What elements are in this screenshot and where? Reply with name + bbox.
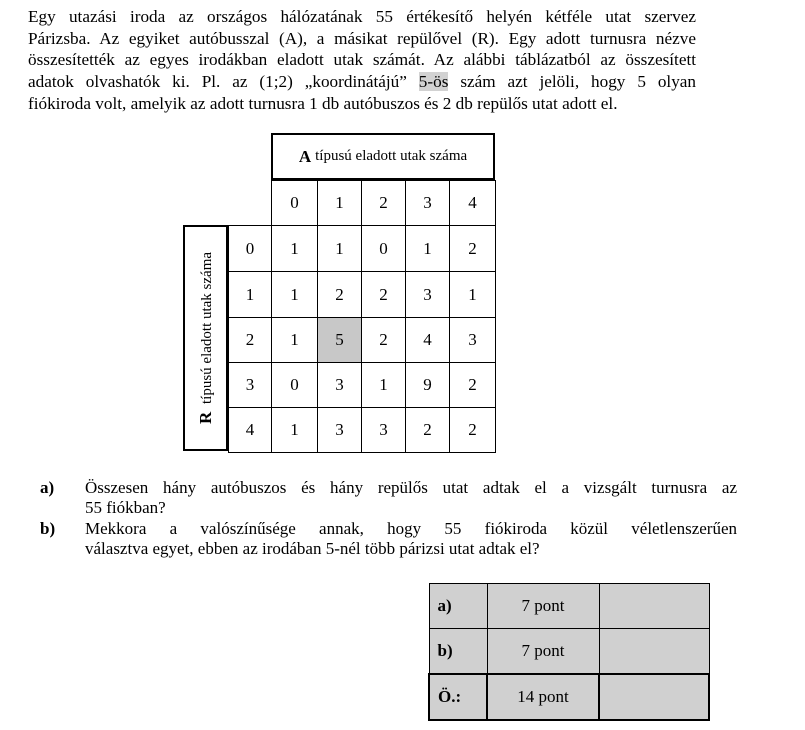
row-value-header: 2	[228, 317, 272, 363]
data-cell: 0	[271, 362, 318, 408]
score-points: 7 pont	[486, 628, 600, 675]
data-cell: 1	[449, 271, 496, 318]
data-cell: 3	[361, 407, 406, 453]
column-value-header: 3	[405, 180, 450, 226]
data-cell: 1	[271, 225, 318, 272]
row-value-header: 4	[228, 407, 272, 453]
row-header-text: típusú eladott utak száma	[198, 251, 215, 405]
row-value-header: 1	[228, 271, 272, 318]
row-value-header: 0	[228, 225, 272, 272]
question-line: választva egyet, ebben az irodában 5-nél…	[85, 539, 540, 558]
column-group-header: A típusú eladott utak száma	[271, 133, 495, 180]
data-cell: 3	[317, 407, 362, 453]
data-cell: 2	[449, 362, 496, 408]
score-key: a)	[428, 583, 488, 629]
data-cell: 1	[317, 225, 362, 272]
question-label: a)	[40, 478, 55, 497]
row-header-bold: R	[195, 411, 215, 425]
data-cell: 3	[405, 271, 450, 318]
intro-line: adatok olvashatók ki. Pl. az (1;2) „koor…	[28, 71, 696, 93]
data-cell: 1	[271, 271, 318, 318]
question-text: Mekkora a valószínűsége annak, hogy 55 f…	[85, 519, 737, 559]
data-cell: 1	[271, 317, 318, 363]
question-text: Összesen hány autóbuszos és hány repülős…	[85, 478, 737, 518]
score-empty-cell	[598, 628, 710, 675]
score-key: b)	[428, 628, 488, 675]
question-line: 55 fiókban?	[85, 498, 166, 517]
intro-line: összesítették az egyes irodákban eladott…	[28, 50, 696, 70]
data-cell: 9	[405, 362, 450, 408]
data-cell: 2	[449, 407, 496, 453]
intro-paragraph: Egy utazási iroda az országos hálózatána…	[28, 6, 696, 115]
column-value-header: 4	[449, 180, 496, 226]
data-cell: 2	[361, 271, 406, 318]
score-key: Ö.:	[428, 673, 488, 721]
column-header-bold: A	[298, 146, 312, 166]
highlighted-value: 5-ös	[418, 72, 449, 92]
intro-line: fiókiroda volt, amelyik az adott turnusr…	[28, 93, 618, 113]
column-value-header: 0	[271, 180, 318, 226]
data-cell: 3	[449, 317, 496, 363]
data-cell: 2	[361, 317, 406, 363]
score-empty-cell	[598, 583, 710, 629]
score-points: 14 pont	[486, 673, 600, 721]
data-cell: 1	[405, 225, 450, 272]
intro-line-part: szám azt jelöli, hogy 5 olyan	[460, 72, 697, 92]
score-row: a) 7 pont	[428, 583, 710, 629]
data-cell: 2	[317, 271, 362, 318]
score-row-total: Ö.: 14 pont	[428, 673, 710, 721]
data-cell: 1	[361, 362, 406, 408]
data-cell: 0	[361, 225, 406, 272]
column-header-text: típusú eladott utak száma	[315, 148, 468, 164]
intro-line-part: adatok olvashatók ki. Pl. az (1;2) „koor…	[28, 72, 407, 92]
row-value-header: 3	[228, 362, 272, 408]
data-cell: 2	[449, 225, 496, 272]
question-line: Mekkora a valószínűsége annak, hogy 55 f…	[85, 519, 737, 538]
column-value-header: 1	[317, 180, 362, 226]
data-cell: 1	[271, 407, 318, 453]
data-cell: 2	[405, 407, 450, 453]
question-label: b)	[40, 519, 56, 538]
data-cell: 3	[317, 362, 362, 408]
intro-line: Egy utazási iroda az országos hálózatána…	[28, 7, 696, 26]
score-table: a) 7 pont b) 7 pont Ö.: 14 pont	[428, 583, 710, 721]
column-value-header: 2	[361, 180, 406, 226]
score-points: 7 pont	[486, 583, 600, 629]
score-row: b) 7 pont	[428, 628, 710, 675]
score-empty-cell	[598, 673, 710, 721]
question-line: Összesen hány autóbuszos és hány repülős…	[85, 478, 737, 497]
data-cell: 4	[405, 317, 450, 363]
highlighted-cell: 5	[317, 317, 362, 363]
intro-line: Párizsba. Az egyiket autóbusszal (A), a …	[28, 28, 696, 48]
row-group-header: R típusú eladott utak száma	[183, 225, 228, 451]
